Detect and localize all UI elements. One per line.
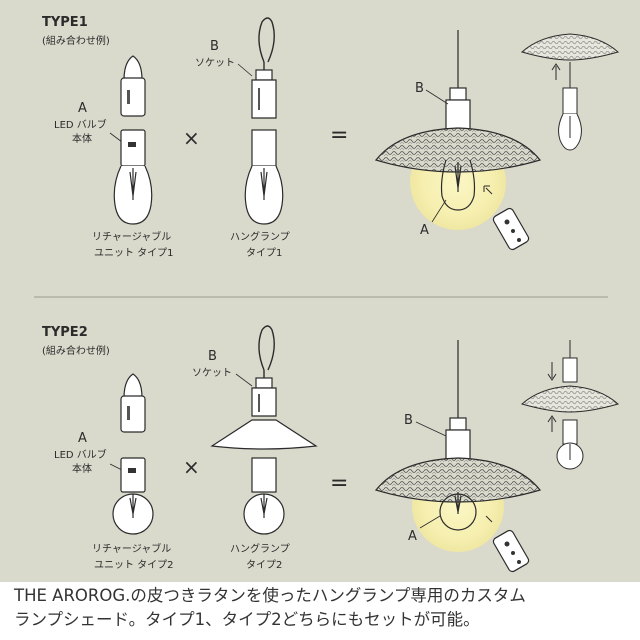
type2-remote-icon	[485, 515, 530, 573]
type2-battery-cap	[120, 373, 146, 433]
type1-assembled-lamp	[374, 30, 542, 230]
type1-assembly-hint	[520, 33, 620, 151]
type1-led-bulb	[113, 129, 153, 225]
type2-equals: =	[330, 471, 348, 496]
type1-section: TYPE1 (組み合わせ例) A LED バルブ 本体 リチャージャブル ユニッ…	[42, 15, 620, 259]
type2-title: TYPE2	[42, 325, 88, 340]
caption-line2: ランプシェード。タイプ1、タイプ2どちらにもセットが可能。	[14, 610, 480, 629]
type1-result-a: A	[420, 223, 429, 238]
type1-title: TYPE1	[42, 15, 88, 30]
type1-times: ×	[183, 126, 200, 150]
product-caption: THE AROROG.の皮つきラタンを使ったハングランプ専用のカスタム ランプシ…	[14, 584, 630, 632]
type2-rattan-shade	[374, 457, 542, 503]
type2-label-a: A	[78, 431, 87, 446]
type1-led-line1: LED バルブ	[54, 118, 107, 131]
type1-battery-cap	[120, 55, 146, 117]
type2-socket-label: ソケット	[192, 367, 232, 379]
type1-led-line2: 本体	[72, 132, 92, 145]
type1-label-a: A	[78, 101, 87, 116]
type2-hang-lamp	[210, 325, 318, 535]
type1-subtitle: (組み合わせ例)	[42, 34, 110, 47]
type2-led-bulb	[112, 457, 154, 535]
type1-result-b: B	[415, 81, 424, 96]
type2-hang-line1: ハングランプ	[230, 542, 290, 555]
caption-line1: THE AROROG.の皮つきラタンを使ったハングランプ専用のカスタム	[14, 586, 526, 605]
type1-hang-lamp	[244, 17, 284, 225]
type1-hang-line2: タイプ1	[246, 247, 282, 259]
type2-result-b: B	[404, 413, 413, 428]
type1-hang-line1: ハングランプ	[230, 230, 290, 243]
type2-unit-line2: ユニット タイプ2	[94, 559, 174, 571]
type1-socket-label: ソケット	[195, 57, 235, 69]
type2-label-b: B	[208, 349, 217, 364]
type1-unit-line2: ユニット タイプ1	[94, 247, 174, 259]
type1-remote-icon	[483, 185, 530, 251]
type2-subtitle: (組み合わせ例)	[42, 344, 110, 357]
type1-label-b: B	[210, 39, 219, 54]
type2-section: TYPE2 (組み合わせ例) A LED バルブ 本体 リチャージャブル ユニッ…	[42, 325, 620, 573]
type2-result-a: A	[408, 529, 417, 544]
type2-assembly-hint	[520, 340, 620, 470]
type2-metal-shade	[210, 419, 318, 450]
type2-unit-line1: リチャージャブル	[92, 542, 171, 555]
type2-led-line2: 本体	[72, 462, 92, 475]
type2-assembled-lamp	[374, 340, 542, 552]
type1-unit-line1: リチャージャブル	[92, 230, 171, 243]
type2-hang-line2: タイプ2	[246, 559, 282, 571]
type1-equals: =	[330, 123, 348, 148]
type1-rattan-shade	[374, 127, 542, 173]
type2-led-line1: LED バルブ	[54, 448, 107, 461]
type2-times: ×	[183, 455, 200, 479]
